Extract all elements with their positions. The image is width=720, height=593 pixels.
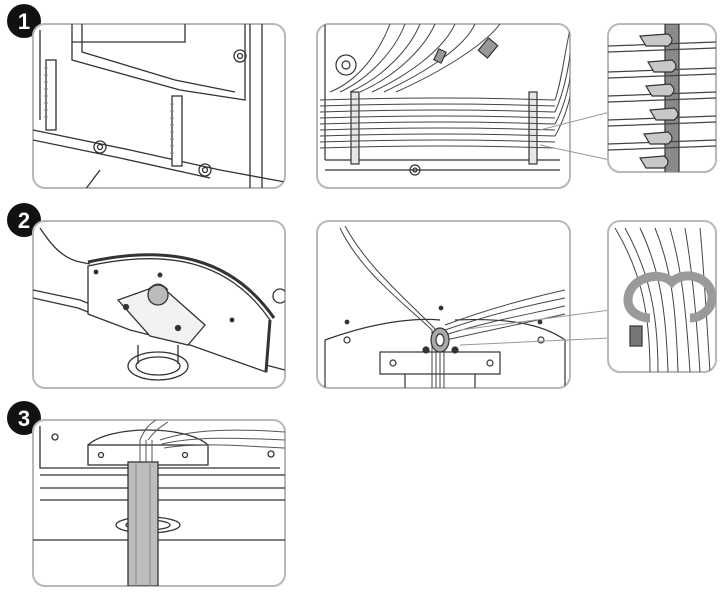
step-1-badge: 1 bbox=[7, 4, 41, 38]
panel-1-clip-closeup bbox=[607, 23, 717, 173]
step-1-number: 1 bbox=[18, 9, 30, 34]
panel-1-tv-back bbox=[32, 23, 286, 189]
step-2-badge: 2 bbox=[7, 203, 41, 237]
step-3-badge: 3 bbox=[7, 401, 41, 435]
panel-2-ring-closeup bbox=[607, 220, 717, 373]
step-2-number: 2 bbox=[18, 208, 30, 233]
panel-3-stand-neck bbox=[32, 419, 286, 587]
step-3-number: 3 bbox=[18, 406, 30, 431]
panel-2-cable-bundle bbox=[316, 220, 571, 389]
panel-1-cable-routing bbox=[316, 23, 571, 189]
panel-2-stand-holder bbox=[32, 220, 286, 389]
